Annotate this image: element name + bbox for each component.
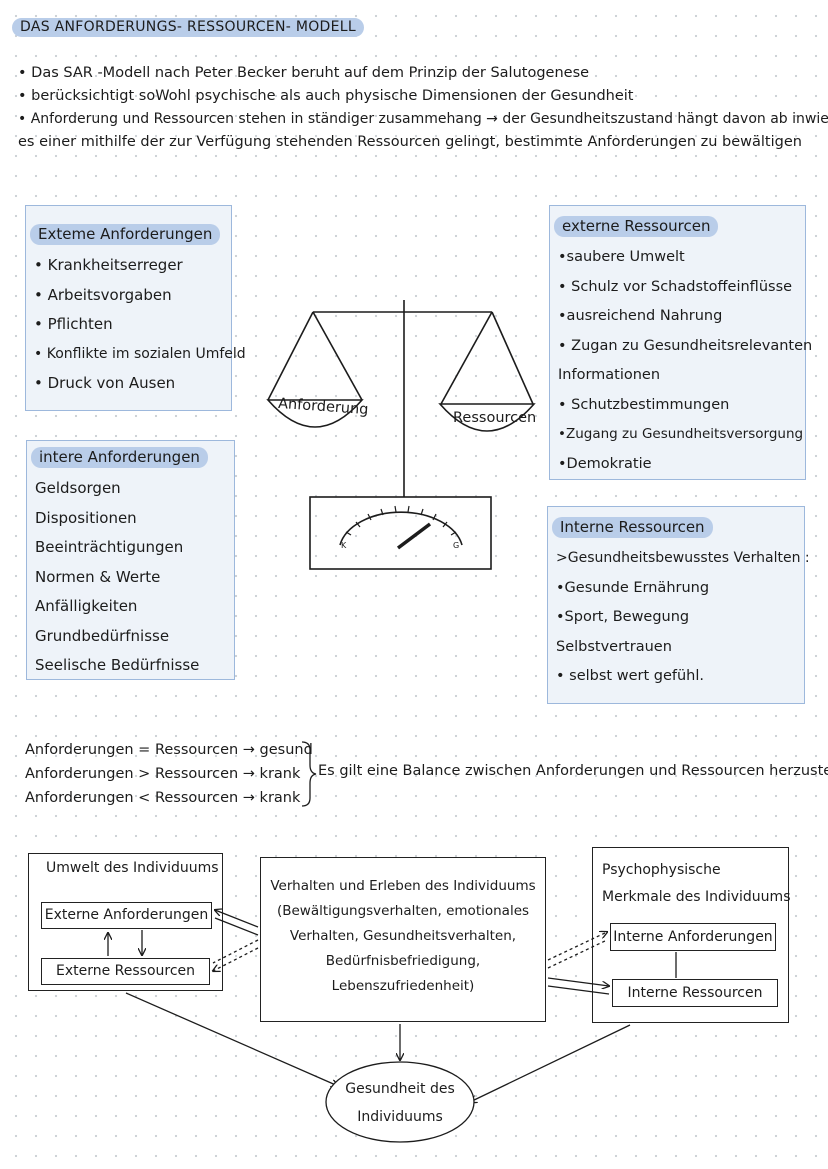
external-resources-heading: externe Ressourcen (554, 216, 719, 237)
gauge-label-g: G (453, 541, 460, 550)
list-item: • Schutzbestimmungen (558, 396, 730, 413)
equation-line: Anforderungen < Ressourcen → krank (25, 790, 301, 806)
list-item: •Zugang zu Gesundheitsversorgung (558, 426, 804, 442)
external-resources-box: externe Ressourcen •saubere Umwelt • Sch… (549, 205, 813, 480)
line-behavior-to-ext-demands (214, 917, 259, 936)
right-pan-label: Ressourcen (453, 410, 537, 426)
external-resources-node: Externe Ressourcen (41, 958, 210, 985)
gauge-ticks (345, 505, 457, 536)
internal-demands-box: intere Anforderungen Geldsorgen Disposit… (26, 440, 235, 680)
list-item: •saubere Umwelt (558, 249, 685, 265)
page-title: DAS ANFORDERUNGS- RESSOURCEN- MODELL (12, 18, 364, 37)
intro-line: • Das SAR -Modell nach Peter Becker beru… (18, 65, 590, 81)
list-item: Geldsorgen (35, 479, 121, 497)
gauge-arc (339, 511, 463, 546)
psychophysical-title: Psychophysische Merkmale des Individuums (602, 862, 791, 905)
list-item: Grundbedürfnisse (35, 626, 170, 645)
behavior-box: Verhalten und Erleben des Individuums (B… (260, 857, 546, 1022)
gauge-frame (309, 496, 492, 570)
list-item: Normen & Werte (35, 567, 161, 586)
intro-line: • berücksichtigt soWohl psychische als a… (18, 88, 634, 104)
list-item: •Demokratie (558, 455, 652, 472)
arrow-psycho-to-health (470, 1024, 631, 1102)
list-item: • Schulz vor Schadstoffeinflüsse (558, 278, 793, 295)
external-demands-heading: Exteme Anforderungen (30, 224, 221, 245)
internal-demands-node: Interne Anforderungen (610, 923, 776, 951)
equation-line: Anforderungen > Ressourcen → krank (25, 766, 301, 782)
internal-resources-node: Interne Ressourcen (612, 979, 778, 1007)
list-item: >Gesundheitsbewusstes Verhalten : (556, 550, 810, 566)
list-item: • Arbeitsvorgaben (34, 285, 172, 304)
dashed-arrow-to-int-demands (547, 932, 607, 961)
balance-note: Es gilt eine Balance zwischen Anforderun… (318, 763, 828, 779)
list-item: Anfälligkeiten (35, 597, 138, 615)
health-ellipse (325, 1061, 475, 1143)
equation-line: Anforderungen = Ressourcen → gesund (25, 742, 313, 758)
line-to-int-resources (547, 985, 610, 995)
list-item: Selbstvertrauen (556, 638, 672, 655)
list-item: Informationen (558, 367, 661, 383)
list-item: •Sport, Bewegung (556, 609, 690, 625)
arrow-behavior-to-ext-demands (215, 910, 259, 928)
health-label: Gesundheit des Individuums (345, 1081, 455, 1125)
gauge-needle (396, 522, 432, 550)
intro-line: • Anforderung und Ressourcen stehen in s… (18, 111, 828, 127)
internal-resources-box: Interne Ressourcen >Gesundheitsbewusstes… (547, 506, 810, 704)
scale-string (312, 311, 363, 401)
list-item: • Zugan zu Gesundheitsrelevanten (558, 337, 813, 354)
equations: Anforderungen = Ressourcen → gesund Anfo… (25, 738, 313, 810)
list-item: • Krankheitserreger (34, 256, 183, 274)
list-item: Beeinträchtigungen (35, 538, 184, 556)
scale-string (267, 311, 314, 401)
external-demands-node: Externe Anforderungen (41, 902, 212, 929)
list-item: • selbst wert gefühl. (556, 668, 705, 684)
list-item: Dispositionen (35, 508, 137, 527)
list-item: • Druck von Ausen (34, 374, 176, 392)
intro-line: es einer mithilfe der zur Verfügung steh… (18, 134, 802, 150)
arrow-env-to-health (125, 992, 338, 1086)
dashed-to-ext-resources (212, 939, 259, 964)
dashed-arrow-to-ext-resources (213, 947, 259, 971)
gauge-label-k: K (341, 541, 347, 550)
left-pan (266, 399, 364, 428)
environment-title: Umwelt des Individuums (46, 860, 219, 876)
scale-string (440, 311, 493, 405)
dashed-to-int-demands (547, 939, 608, 969)
list-item: Seelische Bedürfnisse (35, 656, 200, 674)
list-item: •Gesunde Ernährung (556, 579, 710, 596)
list-item: • Pflichten (34, 315, 113, 333)
arrow-to-int-resources (547, 977, 609, 986)
intro-text: • Das SAR -Modell nach Peter Becker beru… (18, 62, 828, 154)
external-demands-box: Exteme Anforderungen • Krankheitserreger… (25, 205, 246, 411)
list-item: •ausreichend Nahrung (558, 308, 723, 324)
internal-demands-heading: intere Anforderungen (31, 447, 208, 468)
list-item: • Konflikte im sozialen Umfeld (34, 345, 246, 362)
scale-string (491, 311, 534, 405)
right-pan (438, 403, 536, 432)
internal-resources-heading: Interne Ressourcen (552, 517, 713, 538)
